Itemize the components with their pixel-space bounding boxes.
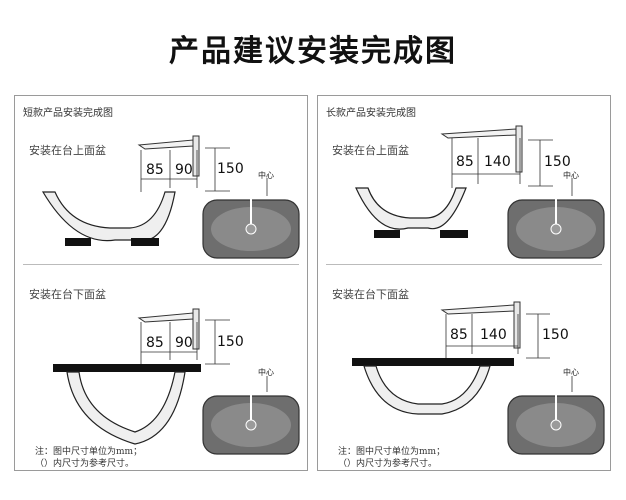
dim-85: 85 [450,327,468,343]
section-label-under-counter: 安装在台下面盆 [332,288,409,301]
faucet-diagram-bottom [352,301,605,455]
center-label: 中心 [563,368,579,377]
dim-150: 150 [544,154,571,170]
faucet-diagram-top [41,135,300,259]
section-label-under-counter: 安装在台下面盆 [29,288,106,301]
note-line-2: （）内尺寸为参考尺寸。 [35,459,135,469]
note-line-1: 注：图中尺寸单位为mm； [35,447,143,457]
dim-150: 150 [542,327,569,343]
long-model-panel: 长款产品安装完成图 安装在台上面盆 85 140 150 中心 安装在台下面盆 [317,95,611,471]
dim-85: 85 [146,335,164,351]
dim-85: 85 [146,162,164,178]
center-label: 中心 [258,368,274,377]
dim-140: 140 [480,327,507,343]
note-line-2: （）内尺寸为参考尺寸。 [338,459,438,469]
note-line-1: 注：图中尺寸单位为mm； [338,447,446,457]
dim-85: 85 [456,154,474,170]
panel-heading: 短款产品安装完成图 [23,108,113,119]
dim-90: 90 [175,335,193,351]
faucet-diagram-bottom [53,308,300,455]
faucet-diagram-top [355,125,605,259]
dim-90: 90 [175,162,193,178]
dim-150: 150 [217,334,244,350]
center-label: 中心 [563,171,579,180]
center-label: 中心 [258,171,274,180]
short-model-panel: 短款产品安装完成图 安装在台上面盆 85 90 150 中心 安装在台下面盆 [14,95,308,471]
panel-heading: 长款产品安装完成图 [326,108,416,119]
dim-140: 140 [484,154,511,170]
page-title: 产品建议安装完成图 [169,34,457,69]
section-label-above-counter: 安装在台上面盆 [29,144,106,157]
dim-150: 150 [217,161,244,177]
section-divider [23,264,299,265]
section-label-above-counter: 安装在台上面盆 [332,144,409,157]
section-divider [326,264,602,265]
